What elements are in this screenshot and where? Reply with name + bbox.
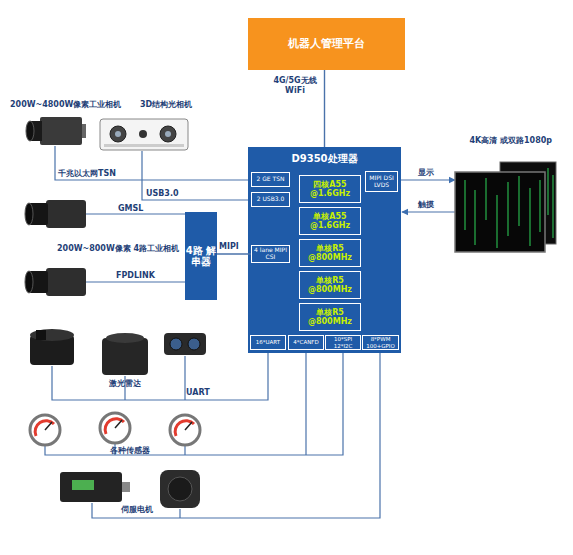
annotation-label: UART bbox=[186, 388, 226, 398]
uart-bus bbox=[52, 350, 268, 400]
wires bbox=[45, 146, 455, 518]
node-label: 单核A55 @1.6GHz bbox=[300, 212, 360, 230]
interface-box: MIPI DSI LVDS bbox=[365, 171, 398, 192]
fpdlink-camera bbox=[25, 268, 86, 296]
fpdlink-wire bbox=[86, 281, 185, 282]
annotation-label: 伺服电机 bbox=[112, 505, 162, 515]
gmsl-wire bbox=[86, 213, 185, 214]
annotation-label: USB3.0 bbox=[146, 189, 186, 199]
port-box: 4*CANFD bbox=[288, 335, 324, 350]
display-arrow bbox=[401, 179, 455, 180]
annotation-label: GMSL bbox=[118, 204, 158, 214]
node-label: MIPI DSI LVDS bbox=[366, 175, 397, 189]
3d-camera bbox=[100, 119, 188, 150]
port-box: 10*SPI 12*I2C bbox=[325, 335, 361, 350]
connector-label: 4G/5G无线 WiFi bbox=[268, 76, 322, 95]
annotation-label: 各种传感器 bbox=[100, 446, 160, 456]
industrial-camera bbox=[26, 117, 86, 145]
motor-drop bbox=[179, 509, 180, 518]
annotation-label: 激光雷达 bbox=[100, 379, 150, 389]
node-label: 单核R5 @800MHz bbox=[300, 276, 360, 294]
processor-box: D9350处理器 2 GE TSN 2 USB3.0 MIPI DSI LVDS 四核A… bbox=[248, 147, 401, 353]
node-label: 4*CANFD bbox=[293, 339, 318, 345]
node-label: 8*PWM 100+GPIO bbox=[363, 336, 398, 349]
tsn-wire bbox=[55, 146, 251, 180]
sensor-gauges bbox=[30, 413, 200, 445]
node-label: 单核R5 @800MHz bbox=[300, 244, 360, 262]
sensor-bus bbox=[45, 350, 343, 455]
annotation-label: FPDLINK bbox=[116, 271, 166, 281]
sensor-drop bbox=[305, 350, 306, 455]
core-box: 四核A55 @1.6GHz bbox=[299, 175, 361, 203]
port-box: 8*PWM 100+GPIO bbox=[362, 335, 399, 350]
node-label: 2 GE TSN bbox=[256, 176, 284, 183]
annotation-label: 3D结构光相机 bbox=[130, 100, 202, 110]
display-monitors bbox=[455, 162, 556, 252]
annotation-label: 显示 bbox=[418, 168, 448, 178]
node-label: D9350处理器 bbox=[291, 153, 357, 165]
core-box: 单核R5 @800MHz bbox=[299, 239, 361, 267]
node-label: 机器人管理平台 bbox=[288, 38, 365, 51]
servo-motors bbox=[60, 470, 200, 508]
node-label: 4 lane MIPI CSI bbox=[252, 247, 289, 261]
node-label: 4路 解串器 bbox=[185, 245, 217, 268]
port-box: 16*UART bbox=[250, 335, 286, 350]
uart-drop bbox=[184, 356, 185, 400]
lidar-devices bbox=[30, 329, 206, 375]
node-label: 四核A55 @1.6GHz bbox=[300, 180, 360, 198]
gmsl-camera bbox=[25, 200, 86, 228]
node-label: 10*SPI 12*I2C bbox=[326, 336, 360, 349]
sensor-drop bbox=[184, 446, 185, 455]
usb-wire bbox=[142, 151, 251, 200]
annotation-label: 200W~800W像素 4路工业相机 bbox=[57, 244, 187, 254]
interface-box: 2 GE TSN bbox=[251, 172, 290, 187]
core-box: 单核A55 @1.6GHz bbox=[299, 207, 361, 235]
interface-box: 4 lane MIPI CSI bbox=[251, 245, 290, 263]
annotation-label: 千兆以太网TSN bbox=[58, 169, 138, 179]
node-label: 单核R5 @800MHz bbox=[300, 308, 360, 326]
deserializer-box: 4路 解串器 bbox=[185, 212, 217, 300]
connector-label: MIPI bbox=[219, 242, 249, 252]
touch-arrow bbox=[402, 211, 455, 212]
annotation-label: 200W~4800W像素工业相机 bbox=[10, 100, 135, 110]
motor-bus bbox=[92, 350, 380, 518]
node-label: 16*UART bbox=[256, 339, 280, 345]
interface-box: 2 USB3.0 bbox=[251, 192, 290, 207]
annotation-label: 4K高清 或双路1080p bbox=[462, 136, 552, 146]
annotation-label: 触摸 bbox=[418, 200, 448, 210]
node-label: 2 USB3.0 bbox=[257, 196, 285, 203]
platform-box: 机器人管理平台 bbox=[248, 18, 405, 70]
connector-line bbox=[324, 70, 325, 147]
core-box: 单核R5 @800MHz bbox=[299, 271, 361, 299]
connector-line bbox=[217, 253, 251, 254]
core-box: 单核R5 @800MHz bbox=[299, 303, 361, 331]
